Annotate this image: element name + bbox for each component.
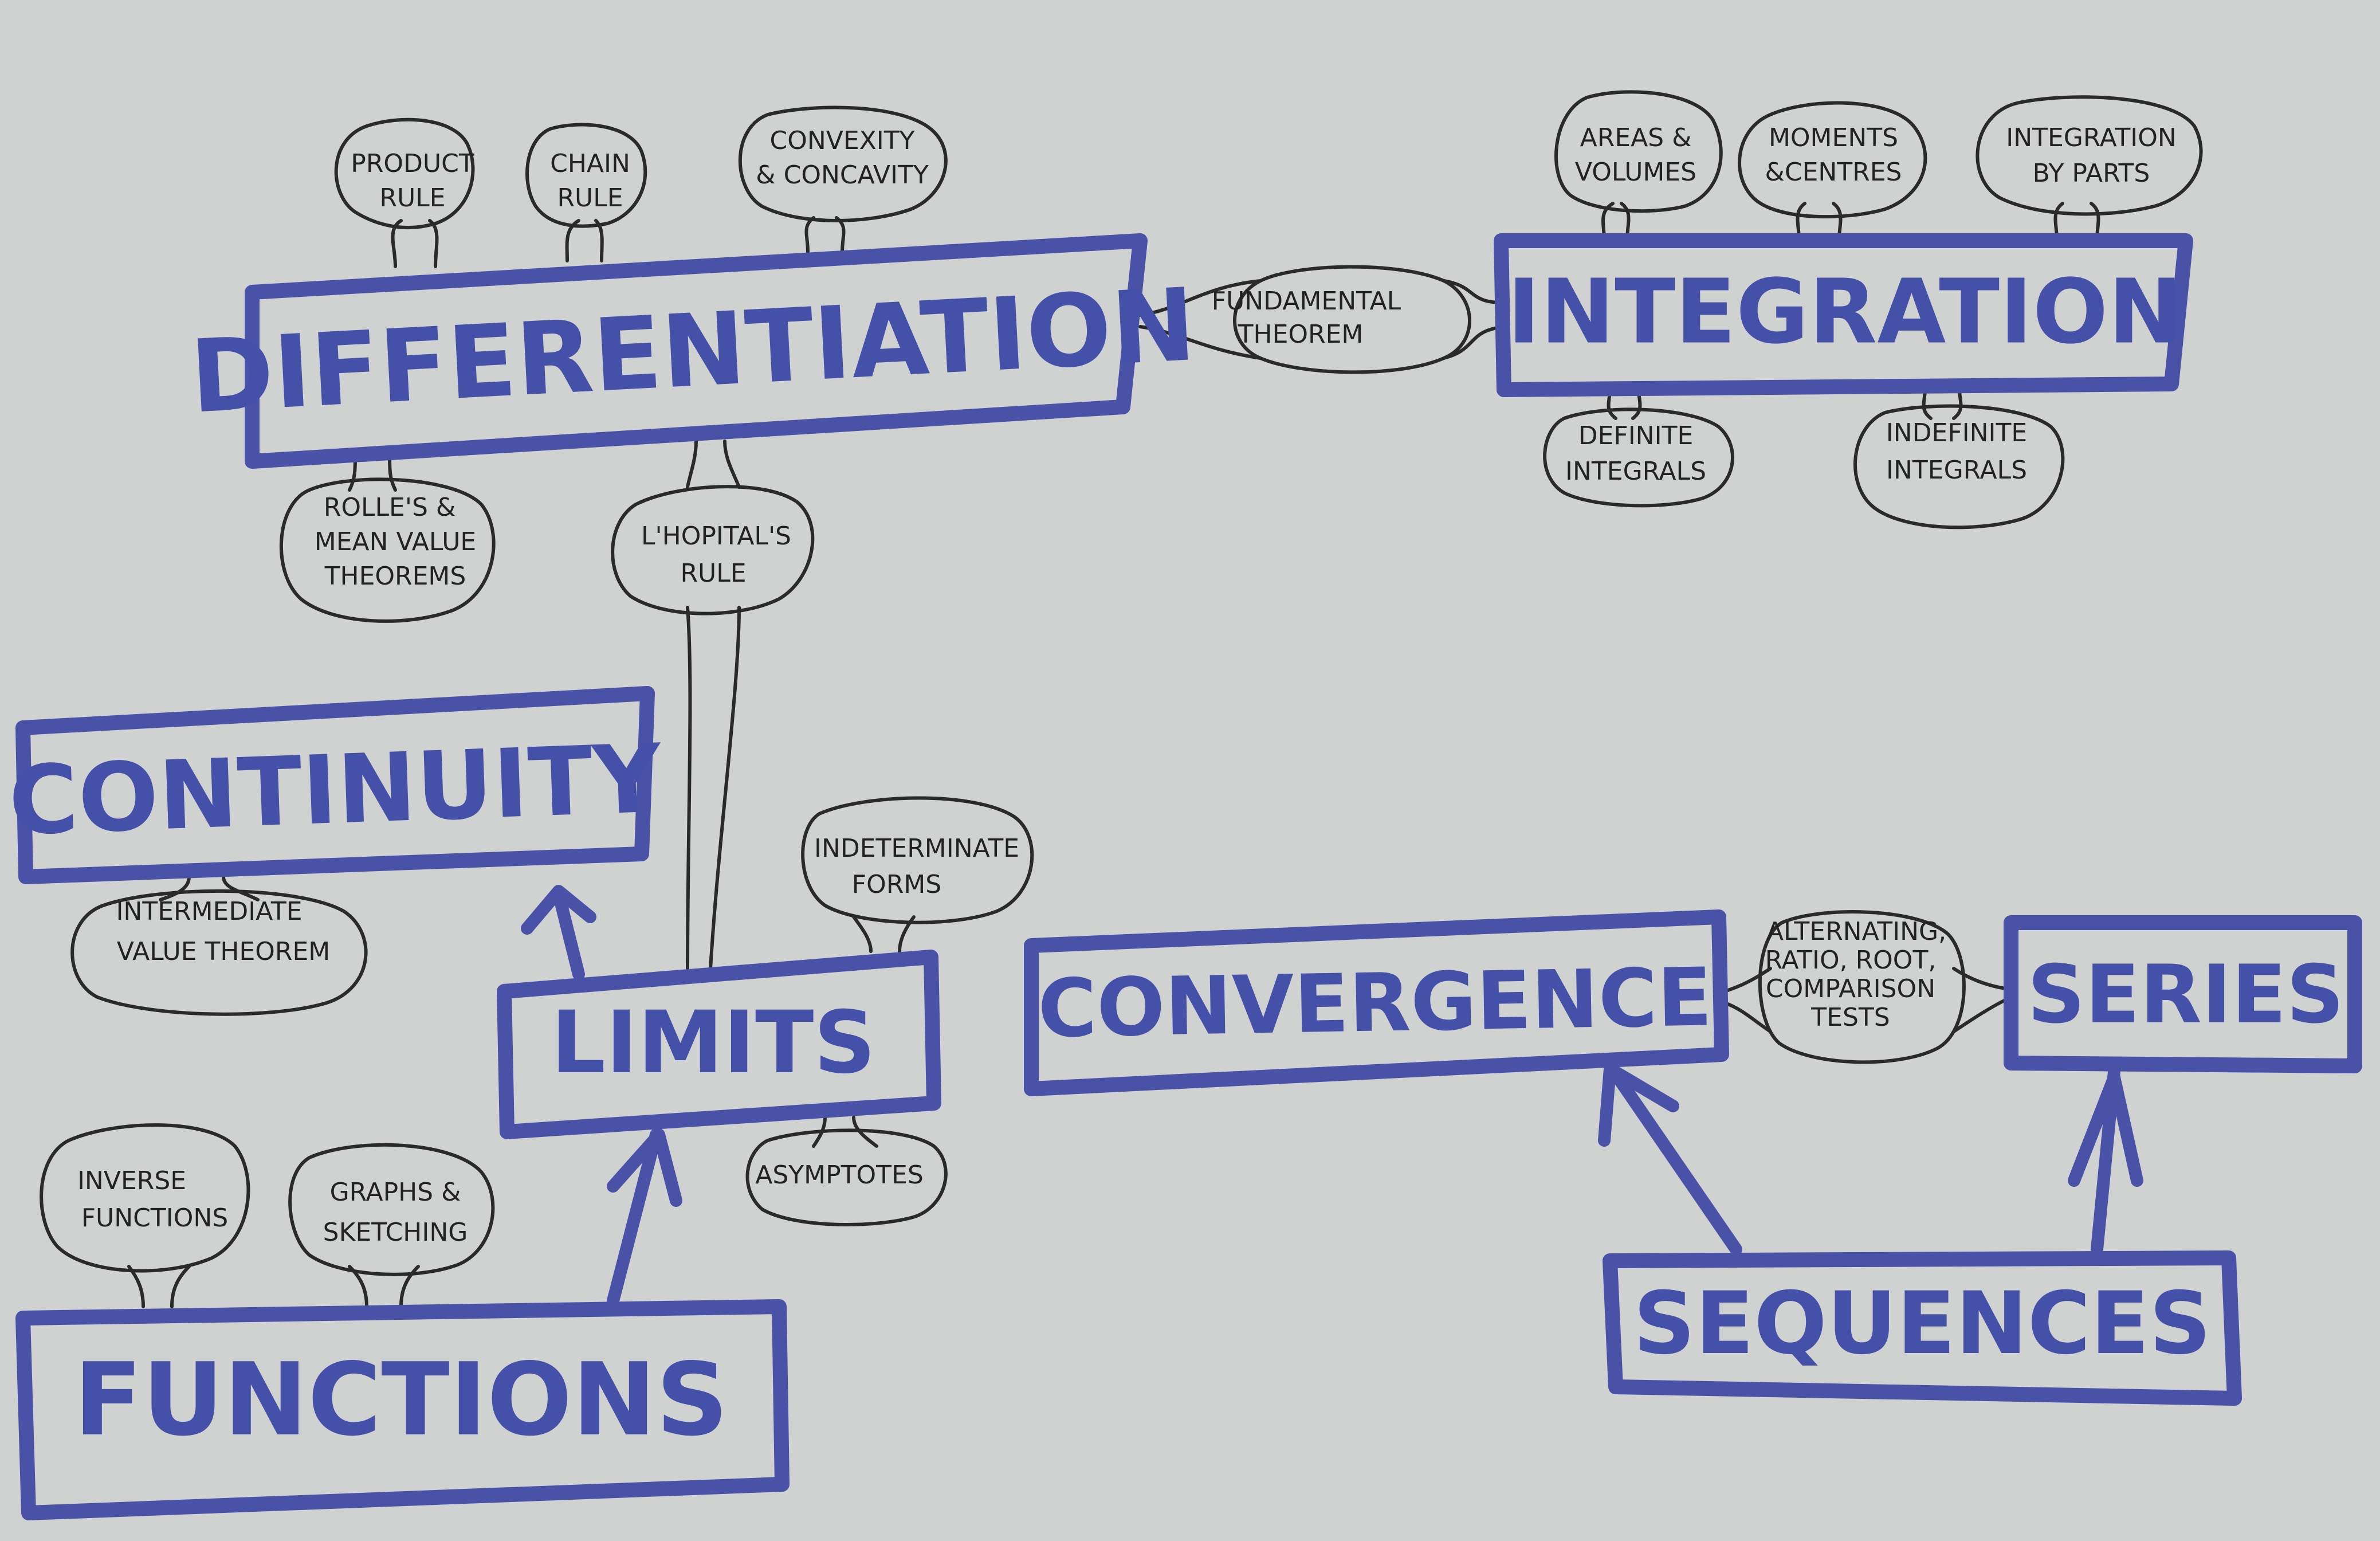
bubble-inverse (40, 1123, 250, 1273)
arrow-sequences-to-series (2068, 1065, 2143, 1256)
box-limits (497, 950, 941, 1139)
topic-boxes (15, 233, 2362, 1520)
arrow-functions-to-limits (607, 1128, 682, 1307)
stalk-lhopital (686, 440, 741, 970)
label-moments-centres: MOMENTS&CENTRES (1765, 123, 1902, 187)
bubble-convexity (738, 105, 948, 222)
box-functions (15, 1299, 790, 1520)
box-sequences (1603, 1250, 2242, 1406)
bubble-chain-rule (525, 123, 647, 228)
stalk-indefinite (1922, 388, 1963, 420)
bubble-product-rule (334, 117, 475, 230)
box-differentiation (245, 233, 1148, 469)
topic-limits: LIMITS (551, 993, 876, 1093)
bubble-ibp (1976, 95, 2203, 216)
bubble-ivt (70, 889, 368, 1016)
stalk-indeterminate (852, 915, 916, 953)
topic-sequences: SEQUENCES (1633, 1274, 2211, 1374)
bubble-lhopital (611, 485, 815, 615)
bubble-indefinite (1853, 404, 2065, 530)
topic-integration: INTEGRATION (1507, 260, 2182, 363)
label-graphs-sketching: GRAPHS &SKETCHING (323, 1178, 468, 1247)
bubble-moments (1738, 101, 1927, 219)
topic-labels: DIFFERENTIATION INTEGRATION CONTINUITY L… (7, 260, 2344, 1458)
box-series (2004, 915, 2362, 1073)
box-convergence (1024, 909, 1729, 1096)
label-areas-volumes: AREAS &VOLUMES (1575, 123, 1696, 187)
bubble-tests (1758, 910, 1966, 1064)
stalk-chain-rule (565, 219, 604, 262)
stalk-convexity (804, 216, 846, 254)
bubble-definite (1543, 407, 1734, 508)
bubble-asymptotes (745, 1128, 948, 1226)
bubble-rolles (279, 477, 496, 623)
bubble-indeterminate (801, 796, 1034, 924)
topic-convergence: CONVERGENCE (1037, 951, 1713, 1056)
bubbles (40, 90, 2203, 1276)
arrow-limits-to-continuity (521, 885, 596, 981)
bubble-fundamental (1233, 265, 1471, 374)
label-convexity: CONVEXITY& CONCAVITY (756, 126, 929, 190)
bubble-graphs (288, 1143, 495, 1276)
bubble-areas (1554, 90, 1723, 213)
box-integration (1494, 233, 2193, 397)
stalk-fundamental (1138, 279, 1509, 360)
label-asymptotes: ASYMPTOTES (755, 1160, 924, 1190)
topic-series: SERIES (2028, 948, 2344, 1042)
box-continuity (15, 686, 655, 884)
topic-continuity: CONTINUITY (7, 724, 664, 857)
topic-functions: FUNCTIONS (74, 1342, 728, 1458)
arrow-sequences-to-convergence (1598, 1060, 1742, 1256)
stalk-ivt (159, 875, 260, 901)
stalk-tests (1723, 967, 2007, 1033)
arrows (521, 885, 2143, 1307)
